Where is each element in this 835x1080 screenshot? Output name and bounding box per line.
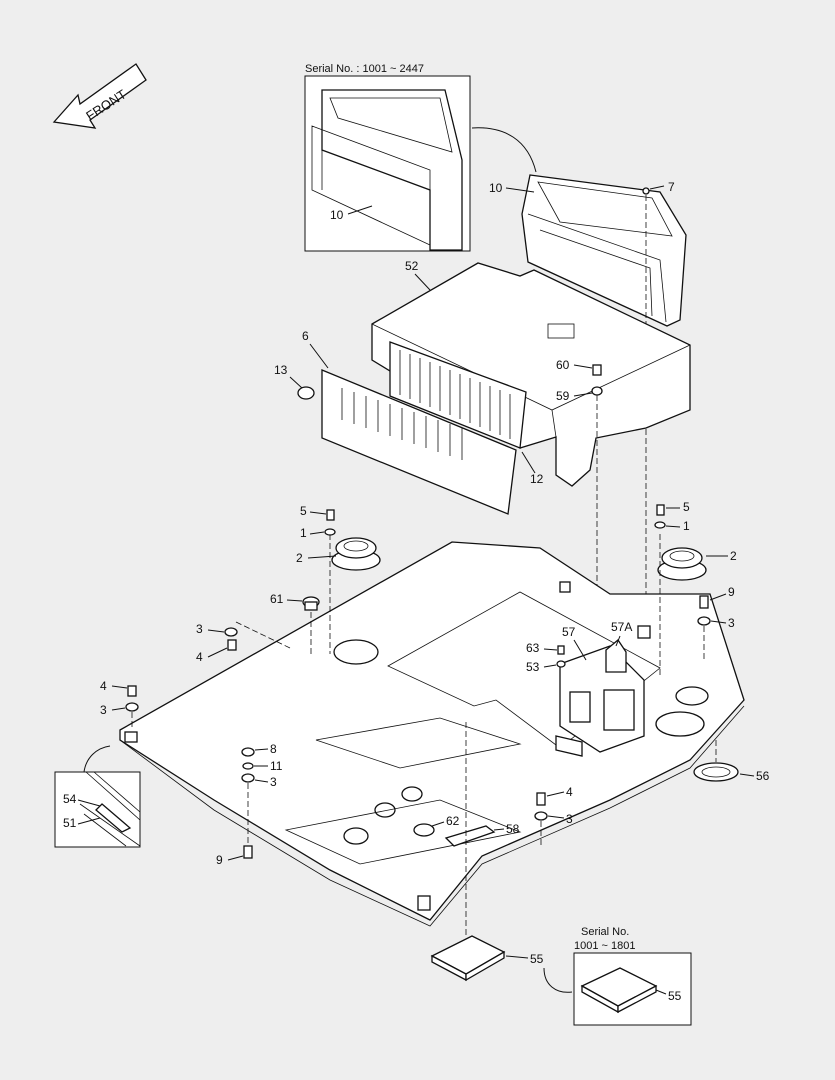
- filter-12: 12: [389, 341, 544, 486]
- label-p61: 61: [270, 592, 284, 606]
- label-p8: 8: [270, 742, 277, 756]
- bolt-5-left: 5: [300, 504, 335, 521]
- grommet-56: 56: [693, 740, 770, 783]
- detail-box-seal: 54 51: [54, 745, 141, 848]
- label-p53: 53: [526, 660, 540, 674]
- label-p60: 60: [556, 358, 570, 372]
- serial-bottom-line2: 1001 ~ 1801: [574, 940, 635, 952]
- panel-6: 6: [302, 329, 517, 515]
- label-p1b: 1: [683, 519, 690, 533]
- label-p4c: 4: [566, 785, 573, 799]
- floor-plate: [119, 541, 745, 927]
- label-p12: 12: [530, 472, 544, 486]
- label-p9b: 9: [216, 853, 223, 867]
- label-p56: 56: [756, 769, 770, 783]
- label-p59: 59: [556, 389, 570, 403]
- label-p5b: 5: [683, 500, 690, 514]
- screw-7: 7: [642, 180, 675, 622]
- label-p62: 62: [446, 814, 460, 828]
- washer-3-left-lower: 3: [100, 702, 139, 730]
- washer-3-left-upper: 3: [196, 622, 238, 637]
- washer-3-lower: 3: [241, 773, 277, 845]
- bolt-4-left-upper: 4: [196, 621, 291, 664]
- bolt-5-right: 5: [656, 500, 690, 516]
- washer-3-right: 3: [697, 616, 735, 660]
- nut-8: 8: [241, 742, 277, 757]
- label-p3a: 3: [728, 616, 735, 630]
- label-p57: 57: [562, 625, 576, 639]
- label-p58: 58: [506, 822, 520, 836]
- washer-59: 59: [556, 386, 603, 760]
- bolt-60: 60: [556, 358, 602, 376]
- plug-61: 61: [270, 592, 320, 654]
- filter-fins: [399, 350, 511, 439]
- plug-62: 62: [413, 814, 460, 837]
- label-p54: 54: [63, 792, 77, 806]
- label-p3d: 3: [270, 775, 277, 789]
- callout-arrow-top: [471, 127, 537, 173]
- serial-box-bottom: Serial No. 1001 ~ 1801 55: [543, 926, 692, 1026]
- label-p3b: 3: [196, 622, 203, 636]
- label-p63: 63: [526, 641, 540, 655]
- label-p4b: 4: [100, 679, 107, 693]
- bolt-4-left-lower: 4: [100, 679, 137, 697]
- label-p10b: 10: [489, 181, 503, 195]
- bolt-4-center: 4: [536, 785, 573, 806]
- sleeve: [637, 625, 651, 639]
- serial-top-label: Serial No. : 1001 ~ 2447: [305, 63, 424, 75]
- label-p55b: 55: [668, 989, 682, 1003]
- label-p52: 52: [405, 259, 419, 273]
- label-p11: 11: [270, 759, 283, 773]
- label-p55a: 55: [530, 952, 544, 966]
- serial-box-top: Serial No. : 1001 ~ 2447 10: [304, 63, 471, 252]
- label-p3c: 3: [100, 703, 107, 717]
- bracket-57a: 57A: [605, 620, 632, 673]
- bolt-9-left: 9: [216, 845, 253, 867]
- label-p13: 13: [274, 363, 288, 377]
- label-p57a: 57A: [611, 620, 632, 634]
- knob-13: 13: [274, 363, 315, 400]
- washer-1-left: 1: [300, 526, 336, 540]
- washer-1-right: 1: [654, 519, 690, 533]
- bolt-9-right: 9: [699, 585, 735, 609]
- panel-slots: [341, 388, 463, 460]
- label-p4a: 4: [196, 650, 203, 664]
- label-p5a: 5: [300, 504, 307, 518]
- label-p6: 6: [302, 329, 309, 343]
- cover-52: 52: [371, 259, 691, 487]
- air-duct: 10: [489, 174, 687, 327]
- label-p9a: 9: [728, 585, 735, 599]
- washer-11: 11: [242, 759, 283, 773]
- front-arrow: FRONT: [52, 63, 147, 129]
- washer-3-center: 3: [534, 811, 573, 846]
- label-p7: 7: [668, 180, 675, 194]
- serial-bottom-line1: Serial No.: [581, 926, 629, 938]
- mount-2-left: 2: [296, 534, 381, 654]
- screw-63: 63: [526, 641, 565, 655]
- grip-58: 58: [444, 822, 520, 847]
- label-p1a: 1: [300, 526, 307, 540]
- washer-53: 53: [526, 660, 566, 674]
- label-p2b: 2: [730, 549, 737, 563]
- label-p2a: 2: [296, 551, 303, 565]
- label-p10a: 10: [330, 208, 344, 222]
- mount-2-right: 2: [657, 534, 737, 676]
- mat-55: 55: [430, 722, 544, 982]
- label-p3e: 3: [566, 812, 573, 826]
- label-p51: 51: [63, 816, 77, 830]
